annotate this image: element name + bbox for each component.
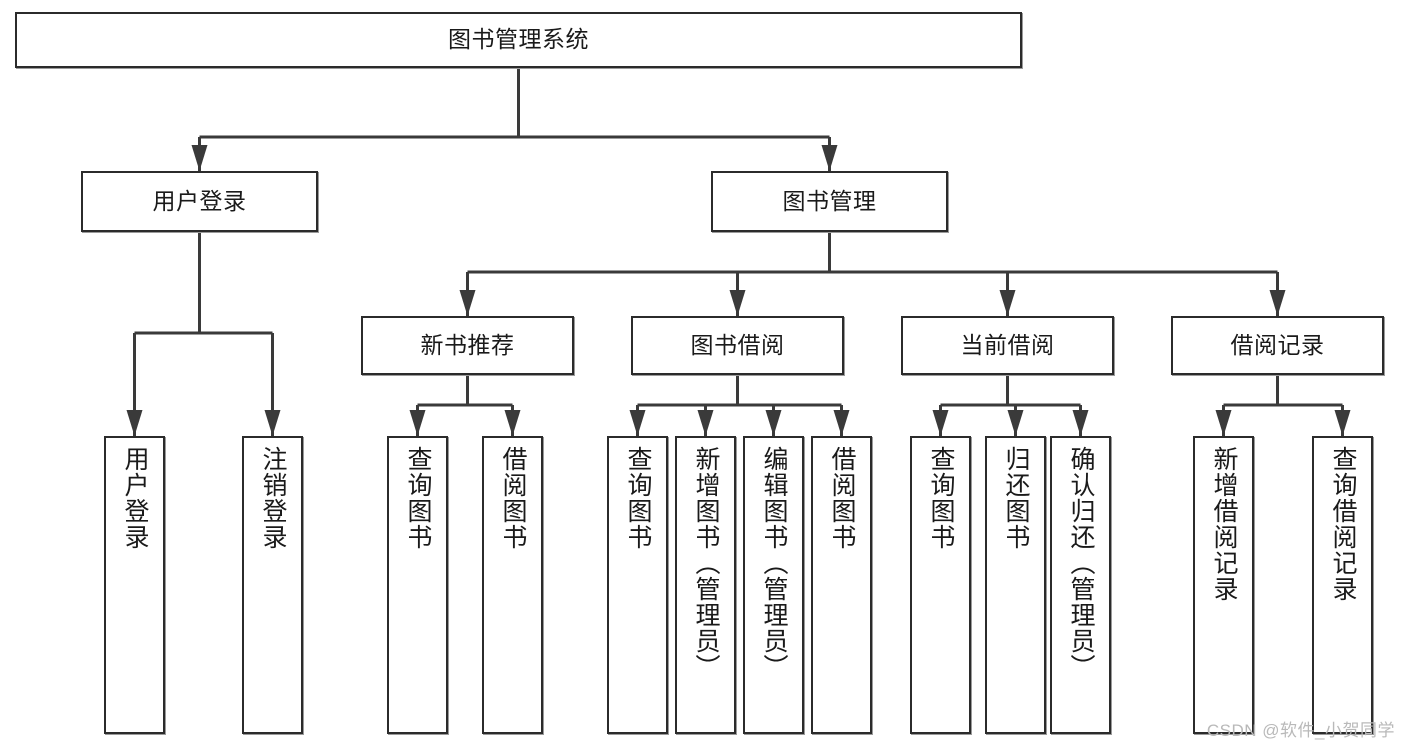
node-label-leaf-confirm-return: 确认归还（管理员） (1067, 446, 1095, 680)
node-label-current-borrow: 当前借阅 (960, 331, 1055, 358)
arrowhead-leaf-add-book (697, 410, 714, 436)
node-leaf-user-login[interactable]: 用户登录 (104, 436, 165, 734)
node-label-leaf-query-record: 查询借阅记录 (1329, 446, 1357, 602)
node-leaf-confirm-return[interactable]: 确认归还（管理员） (1050, 436, 1111, 734)
node-leaf-edit-book[interactable]: 编辑图书（管理员） (743, 436, 804, 734)
arrowhead-borrow-record (1269, 290, 1286, 316)
node-leaf-add-book[interactable]: 新增图书（管理员） (675, 436, 736, 734)
node-new-book-rec[interactable]: 新书推荐 (361, 316, 574, 375)
arrowhead-leaf-return-book (1007, 410, 1024, 436)
node-leaf-logout[interactable]: 注销登录 (242, 436, 303, 734)
node-leaf-borrow-book-1[interactable]: 借阅图书 (482, 436, 543, 734)
arrowhead-book-borrow (729, 290, 746, 316)
arrowhead-leaf-query-book-1 (409, 410, 426, 436)
node-current-borrow[interactable]: 当前借阅 (901, 316, 1114, 375)
arrowhead-new-book-rec (459, 290, 476, 316)
node-leaf-query-book-3[interactable]: 查询图书 (910, 436, 971, 734)
node-label-leaf-logout: 注销登录 (259, 446, 287, 550)
node-label-leaf-return-book: 归还图书 (1002, 446, 1030, 550)
arrowhead-leaf-borrow-book-1 (504, 410, 521, 436)
node-leaf-query-book-2[interactable]: 查询图书 (607, 436, 668, 734)
arrowhead-book-mgmt (821, 145, 838, 171)
node-label-book-mgmt: 图书管理 (782, 187, 877, 214)
node-label-leaf-user-login: 用户登录 (121, 446, 149, 550)
node-label-leaf-query-book-1: 查询图书 (404, 446, 432, 550)
node-leaf-query-book-1[interactable]: 查询图书 (387, 436, 448, 734)
watermark-label: CSDN @软件_小贺同学 (1206, 721, 1395, 740)
node-leaf-return-book[interactable]: 归还图书 (985, 436, 1046, 734)
node-root[interactable]: 图书管理系统 (15, 12, 1022, 68)
arrowhead-leaf-query-book-3 (932, 410, 949, 436)
node-label-leaf-query-book-2: 查询图书 (624, 446, 652, 550)
node-label-borrow-record: 借阅记录 (1230, 331, 1325, 358)
node-label-leaf-borrow-book-2: 借阅图书 (828, 446, 856, 550)
node-leaf-add-record[interactable]: 新增借阅记录 (1193, 436, 1254, 734)
arrowhead-leaf-edit-book (765, 410, 782, 436)
node-label-leaf-borrow-book-1: 借阅图书 (499, 446, 527, 550)
arrowhead-leaf-add-record (1215, 410, 1232, 436)
arrowhead-current-borrow (999, 290, 1016, 316)
node-label-leaf-query-book-3: 查询图书 (927, 446, 955, 550)
node-label-leaf-add-book: 新增图书（管理员） (692, 446, 720, 680)
node-label-leaf-edit-book: 编辑图书（管理员） (760, 446, 788, 680)
arrowhead-leaf-borrow-book-2 (833, 410, 850, 436)
node-label-new-book-rec: 新书推荐 (420, 331, 515, 358)
node-label-leaf-add-record: 新增借阅记录 (1210, 446, 1238, 602)
node-user-login[interactable]: 用户登录 (81, 171, 318, 232)
node-leaf-borrow-book-2[interactable]: 借阅图书 (811, 436, 872, 734)
arrowhead-leaf-query-record (1334, 410, 1351, 436)
node-leaf-query-record[interactable]: 查询借阅记录 (1312, 436, 1373, 734)
node-book-borrow[interactable]: 图书借阅 (631, 316, 844, 375)
arrowhead-leaf-confirm-return (1072, 410, 1089, 436)
arrowhead-leaf-user-login (126, 410, 143, 436)
arrowhead-leaf-query-book-2 (629, 410, 646, 436)
node-book-mgmt[interactable]: 图书管理 (711, 171, 948, 232)
arrowhead-user-login (191, 145, 208, 171)
arrowhead-leaf-logout (264, 410, 281, 436)
node-label-user-login: 用户登录 (152, 187, 247, 214)
node-borrow-record[interactable]: 借阅记录 (1171, 316, 1384, 375)
node-label-book-borrow: 图书借阅 (690, 331, 785, 358)
node-label-root: 图书管理系统 (448, 26, 589, 53)
